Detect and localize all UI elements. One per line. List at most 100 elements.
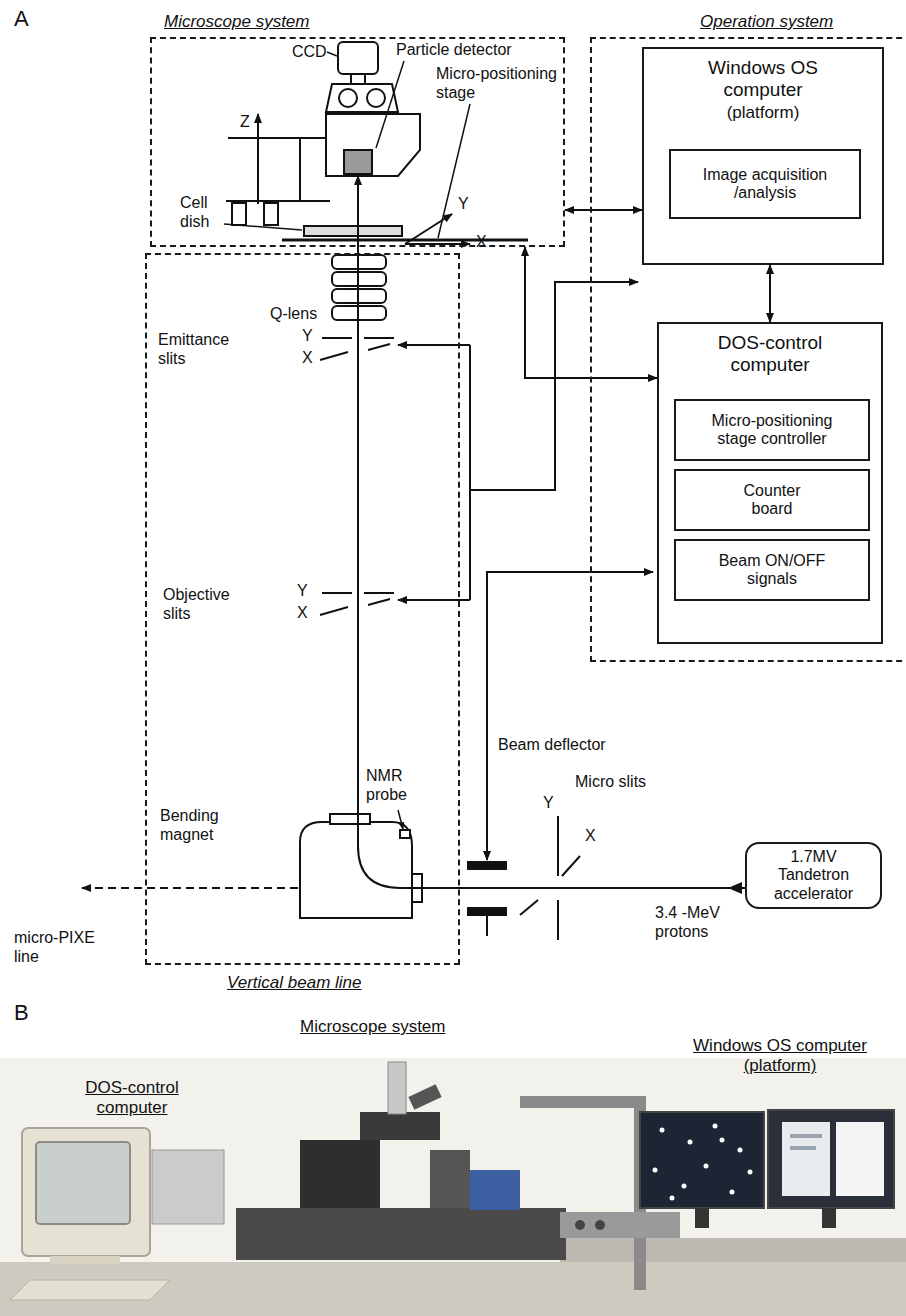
microscope-drawing — [367, 89, 385, 107]
microscope-drawing — [326, 84, 398, 112]
slit-symbol — [322, 337, 352, 339]
lab-photo — [430, 1150, 470, 1208]
lab-photo — [520, 1102, 640, 1290]
beam-deflector — [468, 862, 506, 869]
lab-photo — [704, 1164, 709, 1169]
beam-deflector — [468, 908, 506, 915]
lab-photo — [836, 1122, 884, 1196]
lab-photo — [653, 1168, 658, 1173]
slit-symbol — [364, 337, 394, 339]
lab-photo — [670, 1196, 675, 1201]
control-wire — [470, 282, 638, 490]
axis-label: Z — [240, 112, 250, 131]
lab-photo — [300, 1140, 380, 1208]
lab-photo — [790, 1146, 816, 1150]
part-label: Cell dish — [180, 193, 222, 231]
microscope-drawing — [232, 203, 246, 225]
beam-label: 3.4 -MeV protons — [655, 903, 747, 941]
lab-photo — [782, 1122, 830, 1196]
box-subtitle: (platform) — [644, 103, 882, 123]
control-wire — [487, 572, 653, 860]
axis-label: X — [297, 603, 308, 622]
lab-photo — [408, 1084, 441, 1109]
microscope-drawing — [226, 200, 330, 202]
lab-photo — [720, 1138, 725, 1143]
microscope-drawing — [228, 137, 326, 139]
photo-label: Windows OS computer (platform) — [680, 1036, 880, 1077]
lab-photo — [0, 1058, 906, 1316]
part-label: Q-lens — [270, 304, 317, 323]
module-box: Counter board — [674, 469, 870, 531]
axis-label: X — [476, 232, 487, 251]
box-title: DOS-control computer — [690, 332, 850, 376]
slit-symbol — [320, 607, 348, 615]
module-box: Beam ON/OFF signals — [674, 539, 870, 601]
part-label: Micro slits — [575, 772, 646, 791]
microscope-drawing — [282, 239, 528, 242]
lab-photo — [790, 1134, 822, 1138]
box-text: Beam ON/OFF signals — [707, 552, 837, 589]
lab-photo — [388, 1062, 406, 1114]
bending-magnet — [300, 822, 412, 918]
beam-line — [728, 882, 742, 894]
microscope-drawing — [339, 89, 357, 107]
lab-photo — [0, 1262, 906, 1316]
lab-photo — [738, 1148, 743, 1153]
slit-symbol — [562, 856, 580, 876]
slit-symbol — [368, 599, 390, 605]
part-label: Micro-positioning stage — [436, 64, 564, 102]
lab-photo — [822, 1208, 836, 1228]
lab-photo — [730, 1190, 735, 1195]
microscope-drawing — [327, 52, 337, 56]
lab-photo — [360, 1112, 440, 1140]
axis-label: Y — [543, 793, 554, 812]
slit-symbol — [557, 816, 559, 876]
lab-photo — [560, 1212, 680, 1238]
microscope-drawing — [224, 224, 302, 230]
axis-label: X — [302, 348, 313, 367]
beam-deflector — [468, 862, 506, 936]
lab-photo — [640, 1112, 764, 1208]
lab-photo — [152, 1150, 224, 1224]
microscope-drawing — [264, 203, 278, 225]
axis-label: Y — [302, 326, 313, 345]
microscope-drawing — [344, 150, 372, 174]
microscope-drawing — [299, 138, 301, 201]
box-text: Image acquisition /analysis — [680, 166, 850, 203]
lab-photo — [50, 1256, 120, 1264]
microscope-drawing — [326, 114, 420, 176]
bending-magnet — [330, 814, 370, 824]
slit-symbol — [364, 592, 394, 594]
lab-photo — [470, 1170, 520, 1210]
lab-photo — [695, 1208, 709, 1228]
lab-photo — [236, 1208, 566, 1260]
connector-arrow — [565, 209, 642, 211]
part-label: Objective slits — [163, 585, 253, 623]
lab-photo — [748, 1170, 753, 1175]
part-label: NMR probe — [366, 766, 418, 804]
panel-letter: B — [14, 1000, 29, 1026]
beam-label: micro-PIXE line — [14, 928, 114, 966]
box-text: Micro-positioning stage controller — [697, 412, 847, 449]
bending-magnet — [398, 810, 403, 829]
lab-photo — [660, 1128, 665, 1133]
control-wire — [469, 345, 471, 600]
part-label: Bending magnet — [160, 806, 240, 844]
axis-arrow — [257, 114, 259, 204]
axis-label: X — [585, 826, 596, 845]
axis-label: Y — [297, 581, 308, 600]
region-heading: Operation system — [700, 12, 833, 32]
axis-arrow — [405, 243, 470, 245]
axis-arrow — [258, 114, 470, 244]
lab-photo — [768, 1110, 894, 1208]
lab-photo — [682, 1184, 687, 1189]
slit-symbol — [322, 592, 352, 594]
axis-arrow — [405, 214, 452, 244]
lab-photo — [560, 1238, 906, 1262]
photo-label: Microscope system — [300, 1017, 445, 1037]
computer-box: Windows OS computer(platform) Image acqui… — [642, 47, 884, 265]
lab-photo — [10, 1280, 170, 1300]
box-title: Windows OS computer — [683, 57, 843, 101]
slit-symbol — [557, 900, 559, 940]
